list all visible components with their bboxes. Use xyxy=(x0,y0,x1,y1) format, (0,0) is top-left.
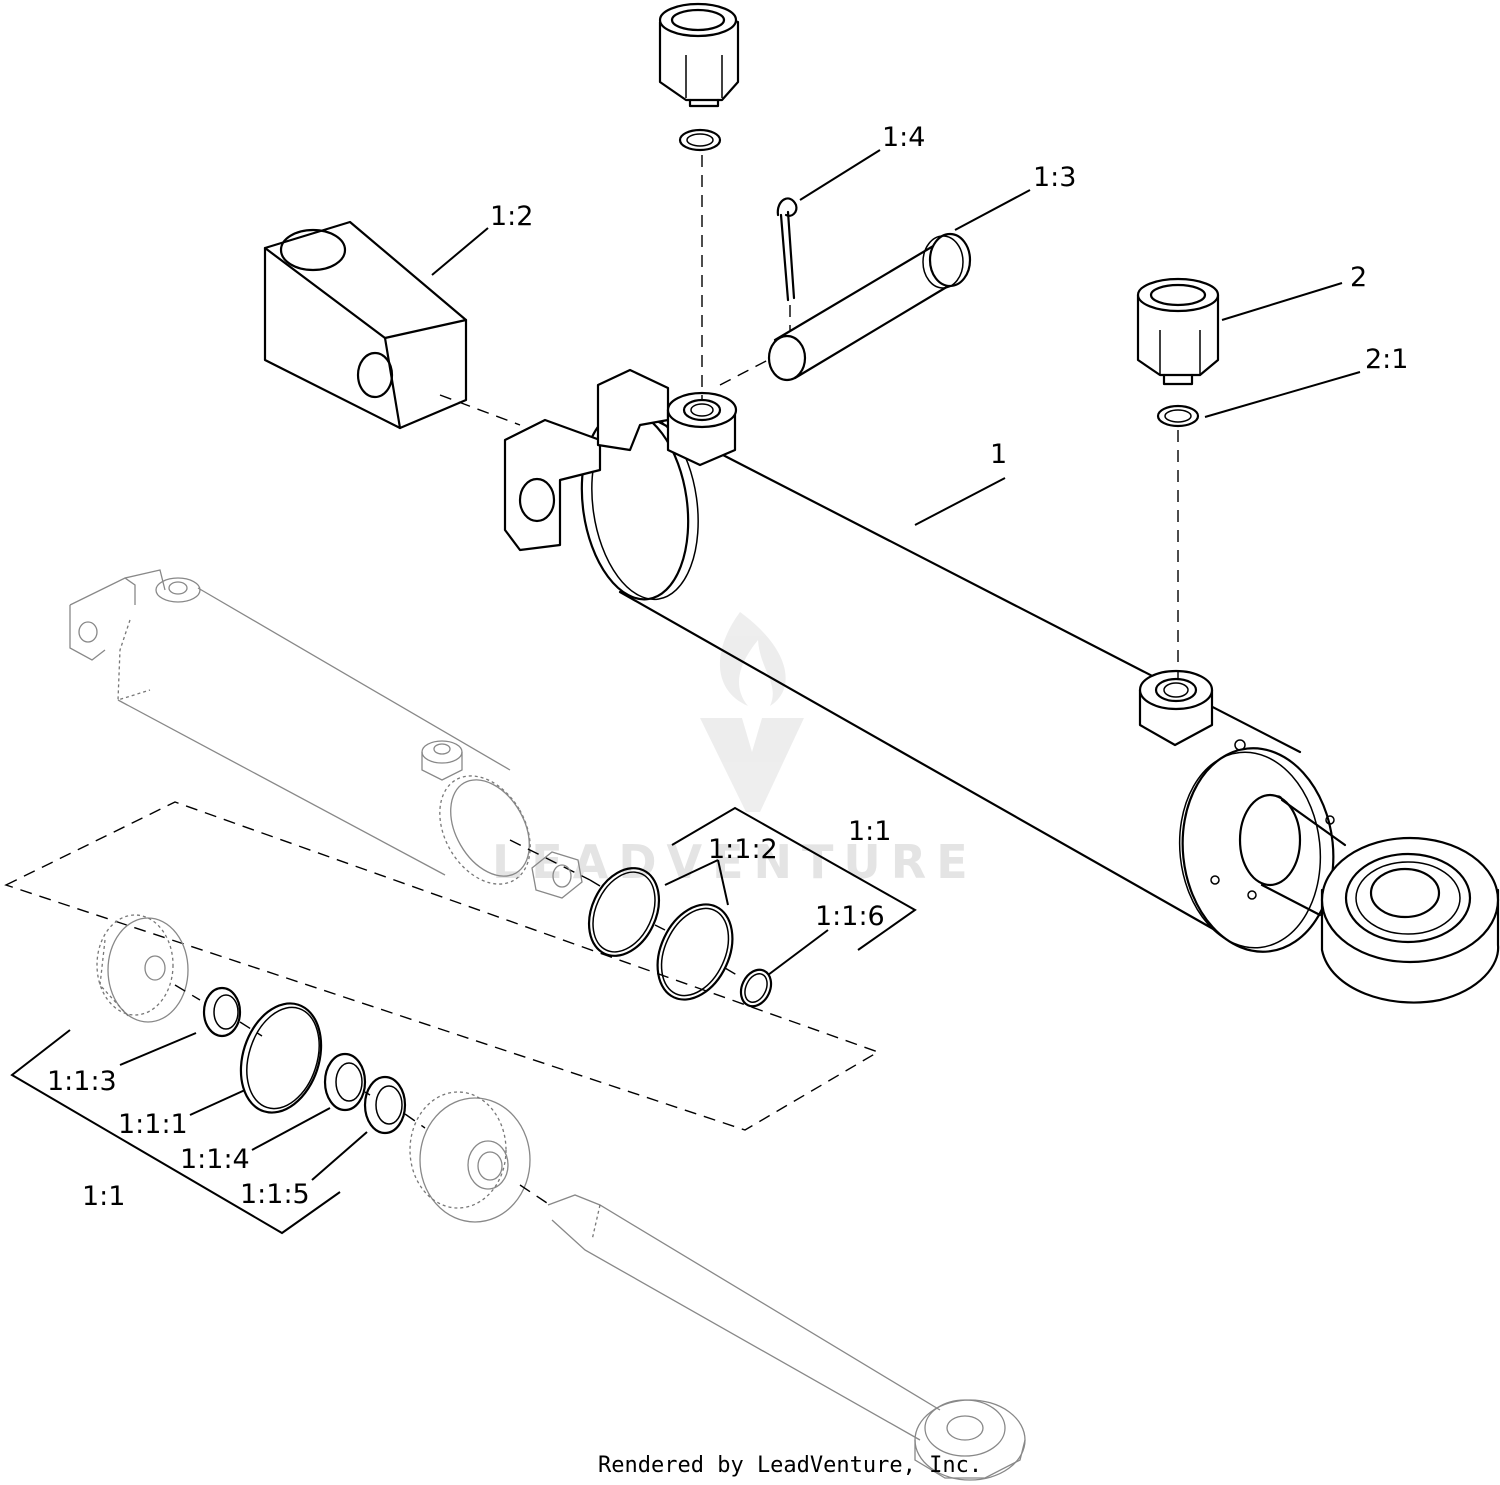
washer-2-1 xyxy=(1156,404,1200,428)
o-ring-1-1-2-a xyxy=(587,867,661,957)
watermark-text: LEADVENTURE xyxy=(492,835,978,889)
callout-1-1-upper: 1:1 xyxy=(848,816,891,847)
clevis-block-1-2 xyxy=(263,220,468,430)
piston-rod-ghost-view xyxy=(547,1194,1026,1481)
gland xyxy=(409,1091,531,1223)
fitting-2 xyxy=(1136,277,1220,386)
callout-1-2: 1:2 xyxy=(490,201,533,232)
callout-1-1-4: 1:1:4 xyxy=(180,1144,250,1175)
clevis-pin-1-3 xyxy=(767,232,972,382)
cylinder-barrel xyxy=(503,368,1500,1004)
piston-nut xyxy=(531,851,583,899)
piston-seal-1-1-1 xyxy=(239,1002,323,1114)
callout-1-1-6: 1:1:6 xyxy=(815,901,885,932)
callout-1-1-3: 1:1:3 xyxy=(47,1066,117,1097)
callout-1-1-1: 1:1:1 xyxy=(118,1109,188,1140)
o-ring-1-1-2-b xyxy=(656,903,734,1001)
watermark-logo xyxy=(700,612,804,812)
callout-1-4: 1:4 xyxy=(882,122,925,153)
callout-1: 1 xyxy=(990,439,1007,470)
callout-1-3: 1:3 xyxy=(1033,162,1076,193)
piston-head xyxy=(96,914,189,1023)
cotter-pin-1-4 xyxy=(776,197,798,330)
callout-1-1-lower: 1:1 xyxy=(82,1181,125,1212)
callout-2: 2 xyxy=(1350,262,1367,293)
leader-lines xyxy=(10,149,1361,1235)
wear-ring-1-1-3 xyxy=(202,986,242,1038)
axis-clevis xyxy=(439,394,521,426)
o-ring-1-1-6 xyxy=(739,968,773,1008)
piston-group-enclosure xyxy=(4,801,880,1131)
barrel-assembly-ghost-view xyxy=(69,569,591,885)
fitting-upper xyxy=(658,2,740,108)
footer-credit: Rendered by LeadVenture, Inc. xyxy=(598,1453,982,1478)
washer-upper xyxy=(678,128,722,152)
wiper-1-1-5 xyxy=(363,1075,407,1135)
callout-1-1-2: 1:1:2 xyxy=(708,834,778,865)
axis-pin xyxy=(719,359,769,386)
callout-2-1: 2:1 xyxy=(1365,344,1408,375)
callout-1-1-5: 1:1:5 xyxy=(240,1179,310,1210)
rod-seal-1-1-4 xyxy=(323,1052,367,1112)
